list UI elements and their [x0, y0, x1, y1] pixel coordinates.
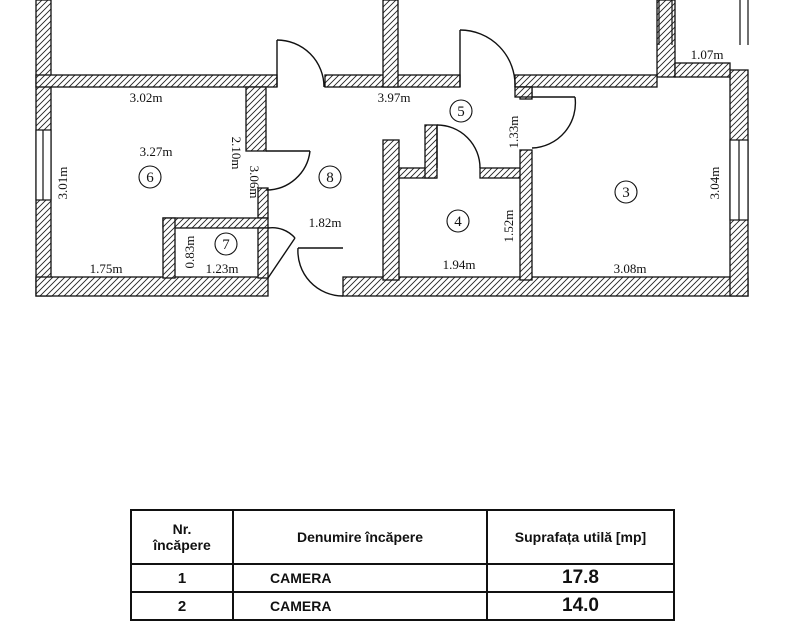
header-room-name: Denumire încăpere — [232, 509, 488, 565]
dim-room8-width: 1.82m — [309, 215, 342, 230]
room-number-7: 7 — [222, 237, 230, 253]
room-number-6: 6 — [146, 170, 154, 186]
dim-room7-height: 0.83m — [182, 236, 197, 269]
dim-room7-width: 1.23m — [206, 261, 239, 276]
dim-room6-height: 3.01m — [55, 167, 70, 200]
dim-room6-width: 3.27m — [140, 144, 173, 159]
room-number-8: 8 — [326, 170, 334, 186]
dim-room6-bottom: 1.75m — [90, 261, 123, 276]
walls — [35, 0, 749, 297]
dim-room3-width: 3.08m — [614, 261, 647, 276]
dim-room6-side: 2.10m — [229, 137, 244, 170]
dim-hall-top: 3.97m — [378, 90, 411, 105]
room-number-4: 4 — [454, 214, 462, 230]
row-room-name: CAMERA — [232, 563, 488, 593]
room-number-5: 5 — [457, 104, 465, 120]
dim-room4-height: 1.52m — [501, 210, 516, 243]
row-room-area: 17.8 — [486, 563, 675, 593]
window-right — [729, 139, 749, 221]
table-header-row: Nr. încăpere Denumire încăpere Suprafața… — [130, 509, 675, 565]
header-room-number: Nr. încăpere — [130, 509, 234, 565]
table-row: 1 CAMERA 17.8 — [130, 563, 675, 593]
floor-plan: 6 7 8 5 4 3 1.07m 3.02m 3.27m 1.75m 3.97… — [35, 0, 749, 297]
dim-top-right-width: 1.07m — [691, 47, 724, 62]
room-number-circles — [138, 99, 638, 256]
row-room-area: 14.0 — [486, 591, 675, 621]
dim-room6-top: 3.02m — [130, 90, 163, 105]
window-left — [35, 129, 52, 201]
header-usable-area: Suprafața utilă [mp] — [486, 509, 675, 565]
dim-room4-width: 1.94m — [443, 257, 476, 272]
dim-room5-height: 1.33m — [506, 116, 521, 149]
row-room-number: 2 — [130, 591, 234, 621]
row-room-name: CAMERA — [232, 591, 488, 621]
room-number-3: 3 — [622, 185, 630, 201]
dim-room3-height: 3.04m — [707, 167, 722, 200]
rooms-area-table: Nr. încăpere Denumire încăpere Suprafața… — [130, 509, 675, 621]
window-top-right — [658, 0, 749, 45]
row-room-number: 1 — [130, 563, 234, 593]
table-row: 2 CAMERA 14.0 — [130, 591, 675, 621]
doors — [265, 29, 577, 297]
dim-room8-height: 3.06m — [247, 166, 262, 199]
